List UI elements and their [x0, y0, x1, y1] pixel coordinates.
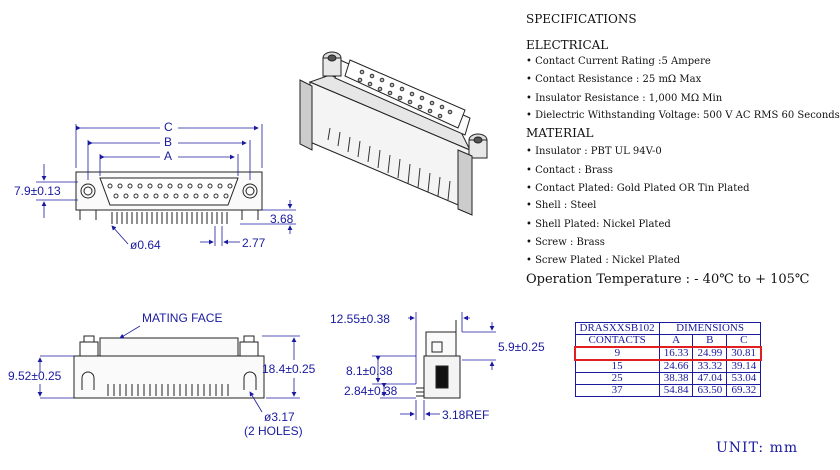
table-cell: 25	[574, 372, 660, 385]
pins-3d	[327, 127, 451, 201]
operation-temperature: Operation Temperature : - 40℃ to + 105℃	[526, 272, 810, 287]
material-heading: MATERIAL	[526, 126, 594, 140]
table-cell: 30.81	[726, 346, 762, 361]
table-header-row: DRASXXSB102 DIMENSIONS	[574, 322, 762, 335]
material-item: • Shell Plated: Nickel Plated	[526, 219, 671, 230]
overall-height-label: 18.4±0.25	[262, 362, 316, 376]
bottom-view	[73, 335, 265, 399]
column-header: A	[658, 334, 694, 348]
material-item: • Screw : Brass	[526, 237, 605, 248]
dim-b-label: B	[164, 135, 173, 149]
table-cell: 9	[573, 346, 660, 361]
front-height-label: 7.9±0.13	[14, 184, 61, 198]
dim-a-label: A	[164, 149, 173, 163]
dim-c-label: C	[164, 120, 173, 134]
table-row: 15 24.66 33.32 39.14	[574, 359, 762, 373]
dimensions-header-cell: DIMENSIONS	[658, 322, 762, 335]
table-cell: 33.32	[692, 359, 728, 373]
electrical-item: • Insulator Resistance : 1,000 MΩ Min	[526, 93, 723, 104]
face-height-label: 5.9±0.25	[498, 340, 545, 354]
front-view	[75, 171, 263, 224]
table-cell: 54.84	[658, 384, 694, 397]
connector-3d-illustration	[299, 51, 488, 216]
material-item: • Contact : Brass	[526, 165, 613, 176]
table-row: 37 54.84 63.50 69.32	[574, 384, 762, 397]
unit-label: UNIT: mm	[716, 440, 799, 456]
dimensions-table: DRASXXSB102 DIMENSIONS CONTACTS A B C 9 …	[573, 322, 762, 397]
table-cell: 38.38	[658, 372, 694, 385]
front-pin-holes	[107, 183, 233, 199]
side-h1-label: 8.1±0.38	[346, 364, 393, 378]
table-cell: 47.04	[692, 372, 728, 385]
electrical-item: • Dielectric Withstanding Voltage: 500 V…	[526, 110, 840, 121]
table-row-highlighted: 9 16.33 24.99 30.81	[573, 346, 762, 361]
hole-diameter-label: ø3.17	[264, 410, 295, 424]
side-width-label: 12.55±0.38	[330, 312, 390, 326]
table-cell: 53.04	[726, 372, 762, 385]
pin-holes-3d	[357, 69, 453, 119]
holes-note-label: (2 HOLES)	[244, 424, 303, 438]
bottom-dimension-lines	[37, 325, 300, 413]
material-item: • Insulator : PBT UL 94V-0	[526, 146, 662, 157]
electrical-item: • Contact Resistance : 25 mΩ Max	[526, 74, 702, 85]
material-item: • Contact Plated: Gold Plated OR Tin Pla…	[526, 183, 750, 194]
front-dimension-lines	[36, 124, 296, 246]
front-pins	[79, 210, 259, 224]
table-cell: 15	[574, 359, 660, 373]
side-h2-label: 2.84±0.38	[344, 384, 398, 398]
table-cell: 16.33	[658, 346, 694, 361]
part-number-cell: DRASXXSB102	[574, 322, 660, 335]
table-cell: 69.32	[726, 384, 762, 397]
material-item: • Screw Plated : Nickel Plated	[526, 255, 681, 266]
mating-face-label: MATING FACE	[142, 311, 223, 325]
table-cell: 24.66	[658, 359, 694, 373]
column-header: C	[726, 334, 762, 348]
table-cell: 24.99	[692, 346, 728, 361]
side-dimension-lines	[372, 312, 496, 420]
table-cell: 37	[574, 384, 660, 397]
table-cell: 39.14	[726, 359, 762, 373]
column-header: CONTACTS	[574, 334, 660, 348]
table-column-row: CONTACTS A B C	[574, 334, 762, 348]
pin-offset-label: 3.68	[270, 212, 294, 226]
pitch-label: 2.77	[242, 236, 266, 250]
side-view	[416, 320, 461, 399]
electrical-heading: ELECTRICAL	[526, 38, 609, 52]
table-row: 25 38.38 47.04 53.04	[574, 372, 762, 385]
table-cell: 63.50	[692, 384, 728, 397]
material-item: • Shell : Steel	[526, 200, 597, 211]
column-header: B	[692, 334, 728, 348]
bottom-height-label: 9.52±0.25	[8, 369, 62, 383]
spec-title: SPECIFICATIONS	[526, 12, 637, 26]
electrical-item: • Contact Current Rating :5 Ampere	[526, 56, 711, 67]
pin-diameter-label: ø0.64	[130, 238, 161, 252]
ref-label: 3.18REF	[442, 408, 490, 422]
